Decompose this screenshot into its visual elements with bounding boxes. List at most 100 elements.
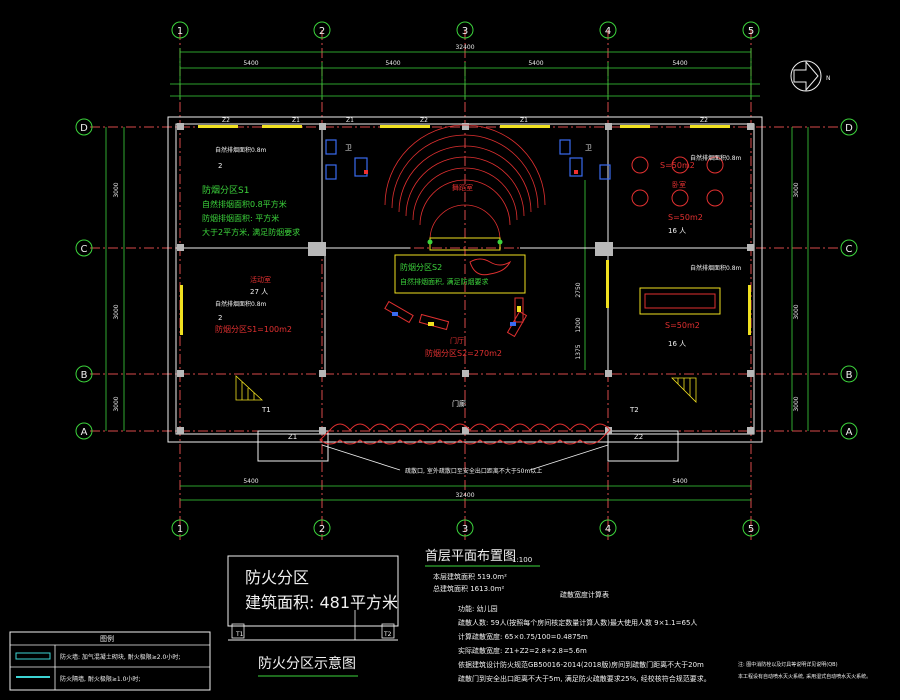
side-note-2: 本工程设有自动喷水灭火系统, 采用湿式自动喷水灭火系统。 <box>738 673 871 680</box>
right-bottom-count: 16 人 <box>668 340 686 348</box>
window-label-5: Z1 <box>520 117 528 124</box>
restroom-label-left: 卫 <box>345 144 352 152</box>
right-top-name: 卧室 <box>672 180 686 189</box>
axis-bubbles <box>75 21 858 537</box>
upper-left-count: 2 <box>218 162 222 170</box>
entry-label: 门廊 <box>452 399 466 408</box>
stage-arcs <box>384 124 546 241</box>
axis-label-bottom-3: 3 <box>462 524 468 535</box>
dim-small-1: 2750 <box>575 282 582 297</box>
center-zone-label: 防烟分区S2=270m2 <box>425 348 502 358</box>
fire-zone-s1-line2: 防烟排烟面积: 平方米 <box>202 213 279 223</box>
dim-total-top: 32400 <box>455 44 474 51</box>
windows <box>180 125 751 335</box>
z2-label: Z2 <box>634 433 643 441</box>
window-label-6: Z2 <box>700 117 708 124</box>
plan-scale: 1:100 <box>512 556 532 564</box>
axis-label-bottom-1: 1 <box>177 524 183 535</box>
center-zone-name: 门厅 <box>450 336 464 345</box>
furniture-colors <box>392 306 521 326</box>
axis-label-left-b: B <box>81 370 88 381</box>
bedroom-tables <box>631 156 724 207</box>
meeting-table <box>639 287 721 315</box>
axis-label-right-a: A <box>846 427 853 438</box>
window-label-4: Z2 <box>420 117 428 124</box>
axis-label-right-b: B <box>846 370 853 381</box>
dim-small-2: 1200 <box>575 317 582 332</box>
dim-small-3: 1375 <box>575 344 582 359</box>
dim-right-row-3: 3000 <box>793 396 800 411</box>
axis-label-left-c: C <box>81 244 88 255</box>
fire-box-caption: 防火分区示意图 <box>258 655 356 672</box>
window-label-1: Z2 <box>222 117 230 124</box>
restroom-label-right: 卫 <box>585 144 592 152</box>
fire-box-t2: T2 <box>383 631 392 638</box>
fire-zone-diagram: 防火分区 建筑面积: 481平方米 T1 T2 防火分区示意图 <box>227 555 399 677</box>
restroom-fixtures <box>325 139 611 180</box>
upper-left-sprinkler: 自然排烟面积0.8m <box>215 146 267 154</box>
calc-line-5: 依据建筑设计防火规范GB50016-2014(2018版)房间到疏散门距离不大于… <box>458 660 704 669</box>
right-top-sprinkler: 自然排烟面积0.8m <box>690 154 742 162</box>
calc-line-1: 功能: 幼儿园 <box>458 604 498 613</box>
calc-title: 疏散宽度计算表 <box>560 590 609 599</box>
side-note-1: 注: 图中消防栓以及灯具等说明详见说明(QB) <box>738 661 838 668</box>
right-top-area: S=50m2 <box>660 161 695 170</box>
north-arrow-icon <box>790 60 822 92</box>
lobby-s2-line: 自然排烟面积, 满足防烟要求 <box>400 277 488 286</box>
axis-label-bottom-2: 2 <box>319 524 325 535</box>
left-room-count-2: 2 <box>218 314 222 322</box>
north-label: N <box>826 75 831 82</box>
lobby-s2-label: 防烟分区S2 <box>400 262 442 272</box>
axis-label-left-d: D <box>80 123 88 134</box>
axis-label-top-4: 4 <box>605 26 611 37</box>
dim-seg-1: 5400 <box>243 60 258 67</box>
plan-area-1: 本层建筑面积 519.0m² <box>433 572 507 581</box>
lobby-zone-box <box>394 254 526 294</box>
legend-row-1: 防火墙: 加气混凝土砌块, 耐火极限≥2.0小时; <box>60 653 180 661</box>
right-top-count: 16 人 <box>668 227 686 235</box>
t1-label: T1 <box>261 406 271 414</box>
axis-label-top-1: 1 <box>177 26 183 37</box>
furniture-toys <box>384 297 528 338</box>
stairs <box>235 375 697 403</box>
legend-title: 图例 <box>100 634 114 643</box>
left-room-sprinkler: 自然排烟面积0.8m <box>215 300 267 308</box>
right-bottom-sprinkler: 自然排烟面积0.8m <box>690 264 742 272</box>
dimension-lines <box>105 48 809 501</box>
dim-total-bottom: 32400 <box>455 492 474 499</box>
plan-area-2: 总建筑面积 1613.0m² <box>433 584 505 593</box>
lobby-squiggle <box>469 258 512 276</box>
dim-left-row-3: 3000 <box>113 396 120 411</box>
stage-label: 舞蹈室 <box>452 183 473 192</box>
dim-left-row-1: 3000 <box>113 182 120 197</box>
calc-line-4: 实际疏散宽度: Z1+Z2=2.8+2.8=5.6m <box>458 646 587 655</box>
axis-label-bottom-4: 4 <box>605 524 611 535</box>
dim-seg-5: 5400 <box>243 478 258 485</box>
dim-seg-3: 5400 <box>528 60 543 67</box>
right-top-s: S=50m2 <box>668 213 703 222</box>
columns <box>177 123 754 434</box>
legend-box: 图例 防火墙: 加气混凝土砌块, 耐火极限≥2.0小时; 防火隔墙, 耐火极限≥… <box>9 631 211 691</box>
dim-right-row-2: 3000 <box>793 304 800 319</box>
calc-line-3: 计算疏散宽度: 65×0.75/100=0.4875m <box>458 632 588 641</box>
left-room-area: 防烟分区S1=100m2 <box>215 324 292 334</box>
legend-firewall-swatch <box>15 652 51 660</box>
axis-label-right-d: D <box>845 123 853 134</box>
bottom-note: 疏散口, 室外疏散口至安全出口距离不大于50m以上 <box>405 467 542 475</box>
fire-zone-s1-line1: 自然排烟面积0.8平方米 <box>202 199 287 209</box>
ramp-lines <box>321 444 609 471</box>
axis-label-left-a: A <box>81 427 88 438</box>
left-room-count: 27 人 <box>250 288 268 296</box>
fire-box-title: 防火分区 <box>245 568 309 587</box>
axis-label-top-3: 3 <box>462 26 468 37</box>
window-label-3: Z1 <box>346 117 354 124</box>
fire-zone-s1-label: 防烟分区S1 <box>202 184 249 196</box>
dim-seg-2: 5400 <box>385 60 400 67</box>
axis-label-top-5: 5 <box>748 26 754 37</box>
fire-box-t1: T1 <box>235 631 244 638</box>
axis-label-top-2: 2 <box>319 26 325 37</box>
axis-label-right-c: C <box>846 244 853 255</box>
entrance-curtain <box>319 423 611 445</box>
axis-label-bottom-5: 5 <box>748 524 754 535</box>
